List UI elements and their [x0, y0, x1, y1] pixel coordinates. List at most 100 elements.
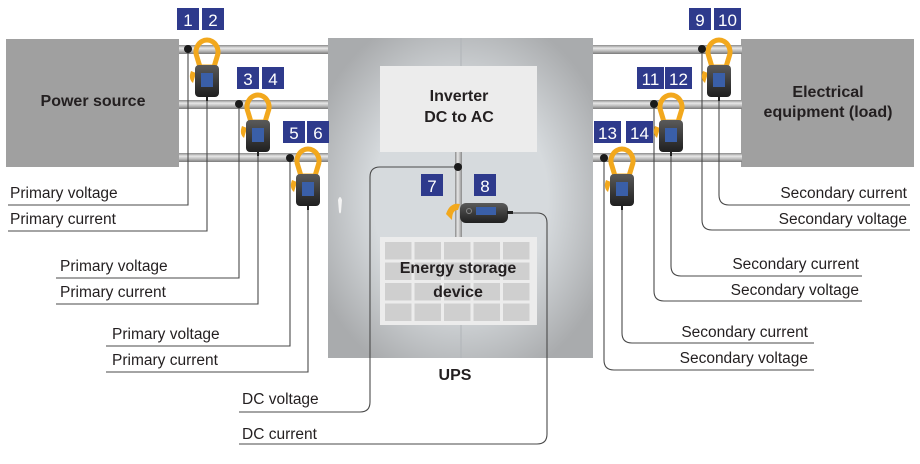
- label-channel-1: Primary voltage: [10, 185, 118, 202]
- load-label-line1: Electrical: [792, 84, 863, 101]
- channel-badge-number: 13: [598, 124, 617, 143]
- clamp-6-probe: [290, 146, 322, 210]
- battery-cell: [385, 303, 412, 321]
- battery-cell: [503, 303, 530, 321]
- channel-badge-number: 14: [630, 124, 649, 143]
- clamp-14-probe: [604, 146, 636, 210]
- label-channel-11: Secondary voltage: [731, 282, 859, 299]
- load-label-line2: equipment (load): [764, 104, 893, 121]
- label-channel-12: Secondary current: [732, 256, 859, 273]
- primary-voltage-3-leader: [106, 158, 291, 347]
- battery-cell: [385, 242, 412, 260]
- battery-cell: [444, 262, 471, 280]
- channel-badge-14: 14: [626, 121, 653, 143]
- inverter-label-line2: DC to AC: [424, 109, 494, 126]
- battery-cell: [503, 242, 530, 260]
- battery-cell: [473, 303, 500, 321]
- battery-cell: [414, 283, 441, 301]
- battery-cell: [414, 303, 441, 321]
- power-source-label: Power source: [41, 93, 146, 110]
- secondary-voltage-9-leader: [701, 49, 910, 231]
- voltage-junction-dot: [286, 154, 294, 162]
- channel-badge-4: 4: [262, 67, 284, 89]
- clamp-4-probe: [240, 92, 272, 156]
- clamp-12-probe: [653, 92, 685, 156]
- primary-current-2-leader: [56, 148, 259, 305]
- label-channel-10: Secondary current: [780, 185, 907, 202]
- channel-badge-number: 1: [183, 11, 192, 30]
- primary-voltage-1-leader: [8, 49, 189, 206]
- storage-label-line2: device: [433, 284, 483, 301]
- load-block: Electrical equipment (load): [741, 39, 914, 167]
- secondary-line-3: [592, 153, 742, 162]
- battery-cell: [444, 283, 471, 301]
- primary-current-1-leader: [8, 95, 208, 232]
- battery-cell: [503, 283, 530, 301]
- cabinet-handle: [338, 197, 342, 214]
- secondary-line-2: [592, 100, 742, 109]
- battery-cell: [414, 242, 441, 260]
- primary-line-1: [179, 45, 329, 54]
- label-channel-3: Primary voltage: [60, 258, 168, 275]
- channel-badge-5: 5: [283, 121, 305, 143]
- power-source-block: Power source: [6, 39, 179, 167]
- channel-badge-number: 5: [289, 124, 298, 143]
- channel-badge-number: 9: [695, 11, 704, 30]
- label-channel-4: Primary current: [60, 284, 167, 301]
- voltage-junctions: [184, 45, 706, 171]
- label-channel-5: Primary voltage: [112, 326, 220, 343]
- dc-voltage-leader: [239, 166, 458, 413]
- dc-current-clamp: [446, 203, 513, 223]
- voltage-junction-dot: [184, 45, 192, 53]
- voltage-junction-dot: [235, 100, 243, 108]
- channel-badge-10: 10: [714, 8, 741, 30]
- channel-badge-number: 6: [313, 124, 322, 143]
- channel-badge-7: 7: [421, 174, 443, 196]
- leader-lines: [8, 49, 910, 445]
- channel-badge-13: 13: [594, 121, 621, 143]
- secondary-voltage-13-leader: [603, 158, 814, 371]
- secondary-current-14-leader: [621, 200, 814, 344]
- voltage-junction-dot: [698, 45, 706, 53]
- ups-cabinet: Inverter DC to AC Energy storage device …: [328, 38, 593, 384]
- battery-cell: [473, 242, 500, 260]
- label-channel-6: Primary current: [112, 352, 219, 369]
- label-channel-14: Secondary current: [681, 324, 808, 341]
- channel-badge-11: 11: [637, 67, 664, 89]
- battery-cell: [473, 262, 500, 280]
- channel-badge-12: 12: [665, 67, 692, 89]
- clamp-2-probe: [189, 37, 221, 101]
- battery-cell: [503, 262, 530, 280]
- channel-badge-1: 1: [177, 8, 199, 30]
- primary-voltage-2-leader: [56, 104, 240, 279]
- battery-cell: [414, 262, 441, 280]
- channel-badge-number: 4: [268, 70, 277, 89]
- voltage-junction-dot: [454, 163, 462, 171]
- clamp-probes: [189, 37, 733, 210]
- primary-line-2: [179, 100, 329, 109]
- channel-badge-9: 9: [689, 8, 711, 30]
- battery-cell: [444, 242, 471, 260]
- channel-badge-2: 2: [202, 8, 224, 30]
- label-channel-13: Secondary voltage: [680, 350, 808, 367]
- secondary-voltage-11-leader: [653, 104, 862, 302]
- label-channel-2: Primary current: [10, 211, 117, 228]
- label-channel-9: Secondary voltage: [779, 211, 907, 228]
- secondary-lines: [592, 45, 742, 162]
- energy-storage-block: Energy storage device: [380, 237, 537, 325]
- battery-cell: [385, 262, 412, 280]
- inverter-label-line1: Inverter: [430, 88, 489, 105]
- channel-badge-number: 8: [480, 177, 489, 196]
- voltage-junction-dot: [600, 154, 608, 162]
- channel-badge-number: 3: [243, 70, 252, 89]
- label-channel-7: DC voltage: [242, 391, 319, 408]
- channel-badge-number: 11: [642, 70, 660, 89]
- secondary-line-1: [592, 45, 742, 54]
- channel-badge-8: 8: [474, 174, 496, 196]
- primary-lines: [179, 45, 329, 162]
- secondary-current-10-leader: [718, 92, 910, 206]
- clamp-10-probe: [701, 37, 733, 101]
